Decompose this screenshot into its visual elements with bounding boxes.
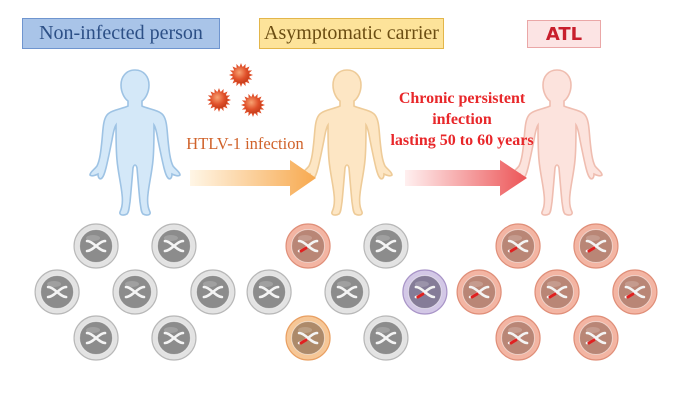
cell-infected-red xyxy=(495,223,541,269)
cell-normal xyxy=(73,315,119,361)
chronic-infection-caption: Chronic persistent infection lasting 50 … xyxy=(382,88,542,151)
cell-infected-red xyxy=(285,223,331,269)
cell-infected-red xyxy=(612,269,658,315)
provirus-marker xyxy=(587,246,596,253)
provirus-marker xyxy=(626,292,635,299)
human-figure-non-infected xyxy=(89,69,181,216)
cell-normal xyxy=(246,269,292,315)
cell-normal xyxy=(363,315,409,361)
provirus-marker xyxy=(299,338,308,345)
human-figure-carrier xyxy=(301,69,393,216)
cell-normal xyxy=(34,269,80,315)
chromosome-icon xyxy=(375,239,397,253)
atl-cells xyxy=(456,223,658,361)
chronic-caption-line: lasting 50 to 60 years xyxy=(390,132,534,149)
cell-infected-purple xyxy=(402,269,448,315)
virus-icon xyxy=(207,88,231,112)
chromosome-icon xyxy=(85,331,107,345)
cell-normal xyxy=(151,223,197,269)
htlv-infection-caption: HTLV-1 infection xyxy=(186,134,304,153)
stage-label-atl: ATL xyxy=(527,20,601,48)
chronic-infection-arrow xyxy=(405,160,527,196)
chromosome-icon xyxy=(202,285,224,299)
cell-infected-red xyxy=(495,315,541,361)
cell-normal xyxy=(190,269,236,315)
virus-icon xyxy=(241,93,265,117)
stage-label-carrier: Asymptomatic carrier xyxy=(259,18,444,49)
cell-normal xyxy=(112,269,158,315)
cell-infected-red xyxy=(573,315,619,361)
cell-infected-red xyxy=(534,269,580,315)
chromosome-icon xyxy=(375,331,397,345)
cell-normal xyxy=(363,223,409,269)
chromosome-icon xyxy=(124,285,146,299)
cell-normal xyxy=(151,315,197,361)
chromosome-icon xyxy=(163,331,185,345)
cell-infected-red xyxy=(573,223,619,269)
cell-groups xyxy=(34,223,658,361)
provirus-marker xyxy=(587,338,596,345)
provirus-marker xyxy=(470,292,479,299)
htlv-virus-particles xyxy=(207,63,265,117)
provirus-marker xyxy=(509,246,518,253)
provirus-marker xyxy=(509,338,518,345)
provirus-marker xyxy=(416,292,425,299)
provirus-marker xyxy=(548,292,557,299)
cell-normal xyxy=(324,269,370,315)
provirus-marker xyxy=(299,246,308,253)
cell-infected-orange xyxy=(285,315,331,361)
chromosome-icon xyxy=(163,239,185,253)
chromosome-icon xyxy=(46,285,68,299)
chromosome-icon xyxy=(85,239,107,253)
cell-normal xyxy=(73,223,119,269)
virus-icon xyxy=(229,63,253,87)
chromosome-icon xyxy=(258,285,280,299)
stage-label-non-infected: Non-infected person xyxy=(22,18,220,49)
carrier-cells xyxy=(246,223,448,361)
chronic-caption-line: infection xyxy=(432,111,492,128)
cell-infected-red xyxy=(456,269,502,315)
chromosome-icon xyxy=(336,285,358,299)
non-infected-cells xyxy=(34,223,236,361)
chronic-caption-line: Chronic persistent xyxy=(398,90,526,107)
infection-arrow xyxy=(190,160,316,196)
